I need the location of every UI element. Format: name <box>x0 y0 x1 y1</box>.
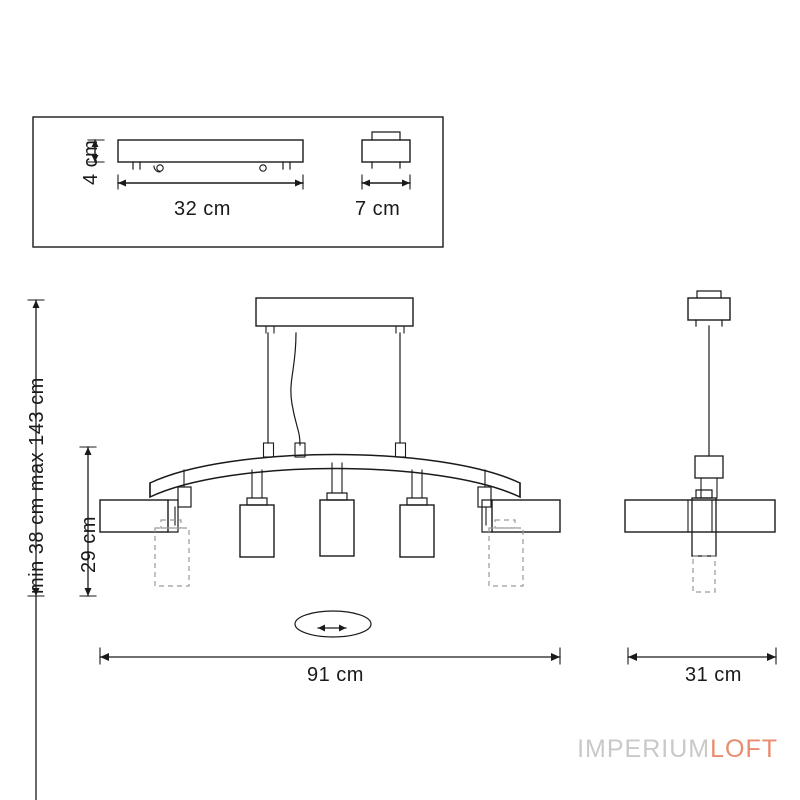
detail-box-frame <box>32 116 444 248</box>
detail-side-label: 7 cm <box>355 198 401 220</box>
front-width-label: 91 cm <box>307 664 364 686</box>
joint-2 <box>246 497 268 506</box>
canopy-side-top <box>371 131 401 141</box>
joint-1 <box>177 486 192 508</box>
dim-4cm-ticks <box>87 139 105 163</box>
side-width-label: 31 cm <box>685 664 742 686</box>
canopy-profile <box>117 139 304 163</box>
brand-name-primary: IMPERIUM <box>577 735 711 763</box>
detail-width-label: 32 cm <box>174 198 231 220</box>
canopy-screw-left <box>156 164 164 172</box>
joint-4 <box>406 497 428 506</box>
shade-height-label: 29 cm <box>78 516 100 573</box>
canopy-feet <box>132 161 291 170</box>
canopy-screw-right <box>259 164 267 172</box>
shade-1 <box>99 499 169 533</box>
side-canopy <box>687 297 731 321</box>
side-shade <box>624 499 776 533</box>
cable-grip-center <box>294 442 306 458</box>
shade-3 <box>319 499 355 557</box>
curved-beam <box>149 453 521 499</box>
power-cable <box>290 332 301 446</box>
side-beam-section <box>694 455 724 479</box>
canopy-side-profile <box>361 139 411 163</box>
alternate-positions-front <box>154 519 524 587</box>
floor-marker <box>294 610 372 638</box>
shade-2 <box>239 504 275 558</box>
cable-grip-right <box>394 442 407 458</box>
detail-height-label: 4 cm <box>80 139 102 185</box>
shade-4 <box>399 504 435 558</box>
front-canopy <box>255 297 414 327</box>
brand-name-secondary: LOFT <box>710 735 778 763</box>
alternate-positions-side <box>692 555 716 593</box>
joint-3 <box>326 492 348 501</box>
shade-5 <box>491 499 561 533</box>
cable-grip-left <box>262 442 275 458</box>
front-height-label: min 38 cm max 143 cm <box>26 377 48 594</box>
brand-logo: IMPERIUMLOFT <box>577 735 778 764</box>
joint-5 <box>477 486 492 508</box>
